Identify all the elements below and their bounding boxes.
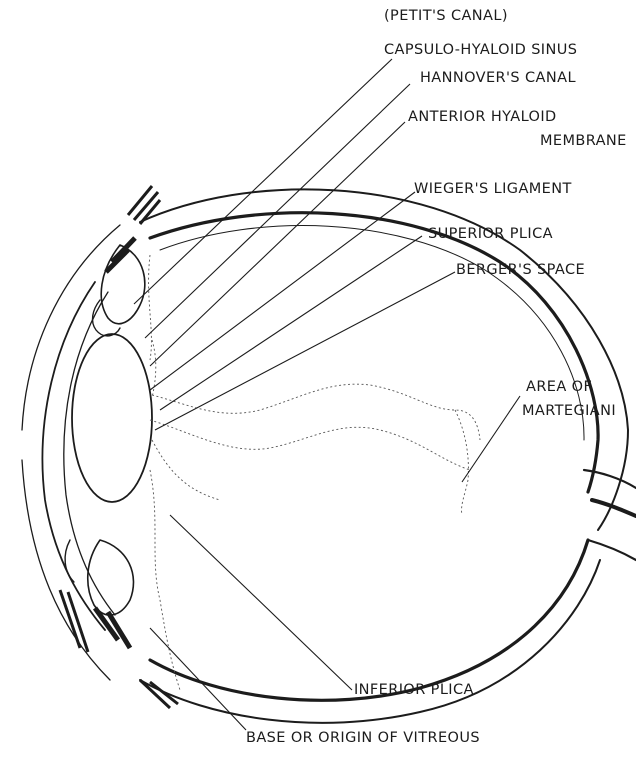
leader-anterior-hyaloid [150, 122, 405, 366]
leader-inferior-plica [170, 515, 352, 690]
upper-lid-hatch [106, 238, 135, 272]
inner-limiting-line [160, 226, 584, 440]
upper-lashes [128, 186, 160, 224]
hyaloid-canal-lower [150, 420, 470, 470]
label-bergers-space: BERGER'S SPACE [456, 262, 585, 278]
label-inferior-plica: INFERIOR PLICA [354, 682, 474, 698]
optic-nerve-lower [588, 540, 636, 560]
label-membrane: MEMBRANE [540, 133, 627, 149]
leader-hannovers-canal [145, 84, 410, 338]
sclera-outline [140, 189, 628, 530]
lens [72, 334, 152, 502]
label-capsulo-hyaloid-sinus: CAPSULO-HYALOID SINUS [384, 42, 577, 58]
anterior-hyaloid-dotted [152, 340, 220, 500]
lower-lashes [60, 590, 178, 708]
label-area-of: AREA OF [526, 379, 592, 395]
label-anterior-hyaloid: ANTERIOR HYALOID [408, 109, 557, 125]
lid-curve [22, 225, 120, 430]
optic-nerve-mid [592, 500, 636, 516]
ciliary-body-lower [88, 540, 134, 615]
leader-lines [134, 59, 520, 730]
label-superior-plica: SUPERIOR PLICA [428, 226, 553, 242]
label-hannovers-canal: HANNOVER'S CANAL [420, 70, 576, 86]
iris-upper [93, 300, 120, 336]
leader-capsulo-hyaloid [134, 59, 392, 304]
iris-lower [65, 540, 74, 582]
hyaloid-canal-upper [152, 384, 480, 440]
leader-superior-plica [160, 236, 422, 410]
label-petits-canal: (PETIT'S CANAL) [384, 8, 508, 24]
label-base-of-vitreous: BASE OR ORIGIN OF VITREOUS [246, 730, 480, 746]
retina-line-lower [150, 540, 588, 700]
leader-bergers-space [155, 272, 455, 430]
leader-base-vitreous [150, 628, 246, 730]
martegiani-area [455, 410, 468, 515]
cornea-outer [42, 282, 105, 630]
leader-wiegers-ligament [150, 192, 415, 390]
label-wiegers-ligament: WIEGER'S LIGAMENT [414, 181, 572, 197]
leader-martegiani [462, 396, 520, 482]
label-martegiani: MARTEGIANI [522, 403, 616, 419]
retina-line [150, 213, 598, 492]
